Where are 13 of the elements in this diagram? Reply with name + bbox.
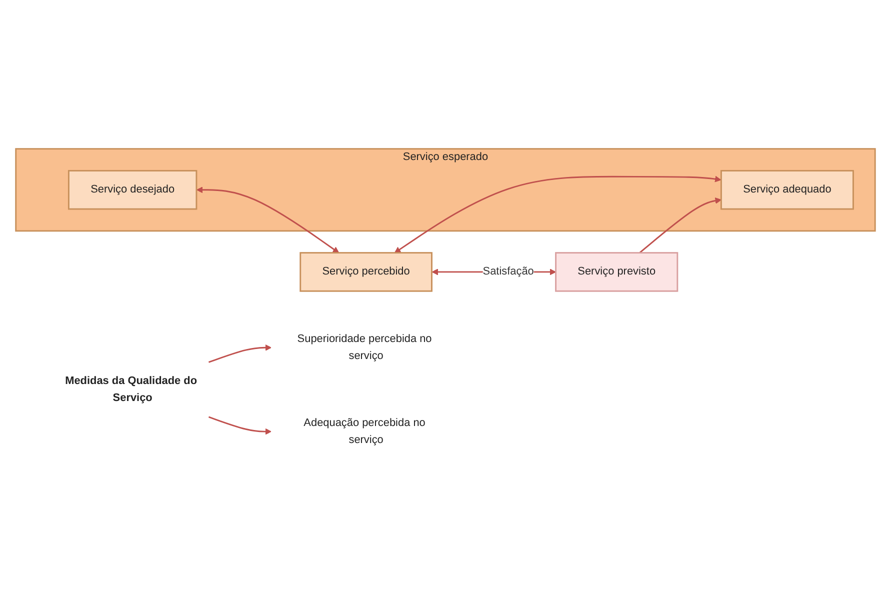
node-text: Adequação percebida no serviço (304, 416, 426, 446)
arrow (208, 344, 272, 364)
node-text: Superioridade percebida no serviço (297, 332, 432, 362)
arrow (196, 186, 340, 254)
node-box (555, 252, 678, 292)
node-box (720, 170, 854, 210)
arrow (208, 416, 272, 435)
cluster (15, 148, 876, 232)
arrow (394, 176, 722, 254)
node-text: Medidas da Qualidade do Serviço (65, 374, 198, 404)
node-box (300, 252, 432, 292)
arrow (639, 198, 722, 254)
node-box (68, 170, 198, 210)
